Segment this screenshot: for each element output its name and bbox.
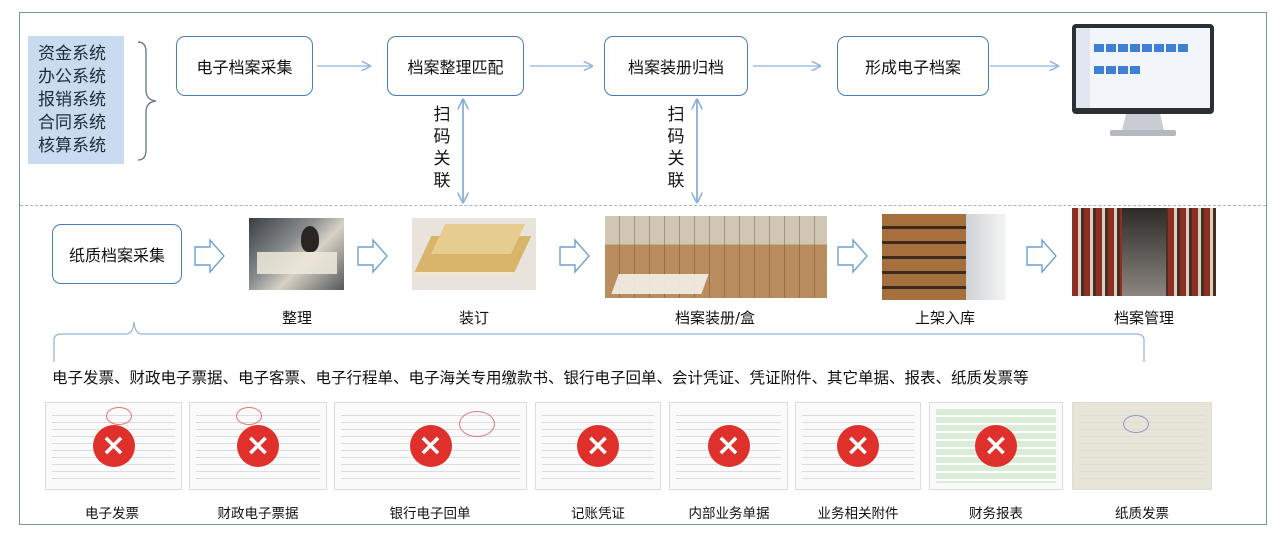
caption-shelving: 上架入库 (914, 309, 975, 327)
doc-caption: 财务报表 (969, 506, 1023, 522)
doc-thumb-attachment: × (795, 402, 921, 490)
doc-thumb-internal-form: × (669, 402, 788, 490)
doc-caption: 纸质发票 (1115, 506, 1169, 522)
doc-thumb-e-invoice: × (45, 402, 182, 490)
caption-binding: 装订 (458, 309, 489, 327)
cross-icon: × (707, 425, 750, 467)
source-systems: 资金系统 办公系统 报销系统 合同系统 核算系统 (28, 36, 124, 164)
cross-icon: × (975, 425, 1017, 467)
document-types-text: 电子发票、财政电子票据、电子客票、电子行程单、电子海关专用缴款书、银行电子回单、… (52, 369, 1029, 387)
doc-caption: 财政电子票据 (217, 506, 299, 522)
doc-thumb-fiscal-receipt: × (189, 402, 327, 490)
cross-icon: × (92, 425, 135, 467)
caption-archive-boxes: 档案装册/盒 (674, 309, 756, 327)
source-system: 报销系统 (38, 89, 106, 110)
photo-archive-management (1072, 208, 1216, 296)
caption-archive-management: 档案管理 (1113, 309, 1174, 327)
photo-archive-boxes (605, 216, 827, 298)
photo-sorting (249, 218, 344, 290)
doc-thumb-financial-report: × (929, 402, 1063, 490)
source-system: 资金系统 (38, 43, 106, 64)
diagram-frame (19, 12, 1267, 525)
doc-caption: 业务相关附件 (817, 506, 899, 522)
step-electronic-collect: 电子档案采集 (176, 36, 313, 96)
photo-shelving (882, 214, 1006, 300)
photo-binding (412, 218, 536, 290)
step-form-archive: 形成电子档案 (837, 36, 989, 96)
doc-caption: 记账凭证 (571, 506, 625, 522)
source-system: 合同系统 (38, 112, 106, 133)
step-archive-bind: 档案装册归档 (604, 36, 748, 96)
step-archive-match: 档案整理匹配 (387, 36, 524, 96)
scan-link-label-right: 扫码关联 (667, 105, 685, 191)
step-paper-collect: 纸质档案采集 (52, 224, 182, 284)
cross-icon: × (237, 425, 279, 467)
doc-caption: 内部业务单据 (688, 506, 770, 522)
right-brace-icon (137, 41, 157, 161)
cross-icon: × (577, 425, 619, 467)
cross-icon: × (837, 425, 879, 467)
monitor-icon (1072, 24, 1214, 136)
caption-sorting: 整理 (281, 309, 312, 327)
doc-thumb-voucher: × (535, 402, 661, 490)
source-system: 办公系统 (38, 66, 106, 87)
doc-caption: 银行电子回单 (389, 506, 471, 522)
scan-link-label-left: 扫码关联 (433, 105, 451, 191)
cross-icon: × (409, 425, 452, 467)
source-system: 核算系统 (38, 135, 106, 156)
doc-thumb-paper-invoice (1072, 402, 1212, 490)
section-divider (20, 205, 1266, 206)
doc-thumb-bank-receipt: × (334, 402, 527, 490)
doc-caption: 电子发票 (85, 506, 139, 522)
